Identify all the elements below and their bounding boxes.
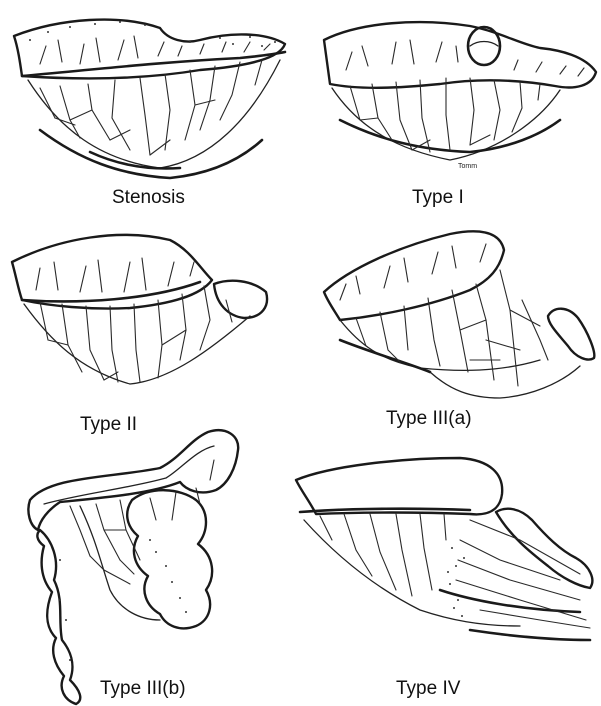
type-1-label: Type I xyxy=(412,187,464,208)
type-3b-label: Type III(b) xyxy=(100,678,186,699)
type-2-label: Type II xyxy=(80,414,137,435)
type-4-label: Type IV xyxy=(396,678,461,699)
panel-type-3a: Type III(a) xyxy=(324,231,594,429)
type-4-bowel-drawing xyxy=(296,458,592,640)
panel-type-4: Type IV xyxy=(296,458,592,699)
panel-type-2: Type II xyxy=(12,235,267,435)
panel-type-1: Tomm Type I xyxy=(324,22,596,208)
type-3a-label: Type III(a) xyxy=(386,408,472,429)
type-3b-bowel-drawing xyxy=(28,430,238,704)
stenosis-bowel-drawing xyxy=(14,20,285,178)
artist-signature: Tomm xyxy=(458,163,477,170)
type-3a-bowel-drawing xyxy=(324,231,594,398)
type-2-bowel-drawing xyxy=(12,235,267,384)
panel-stenosis: Stenosis xyxy=(14,20,285,208)
panel-type-3b: Type III(b) xyxy=(28,430,238,704)
type-1-bowel-drawing: Tomm xyxy=(324,22,596,170)
stenosis-label: Stenosis xyxy=(112,187,185,208)
